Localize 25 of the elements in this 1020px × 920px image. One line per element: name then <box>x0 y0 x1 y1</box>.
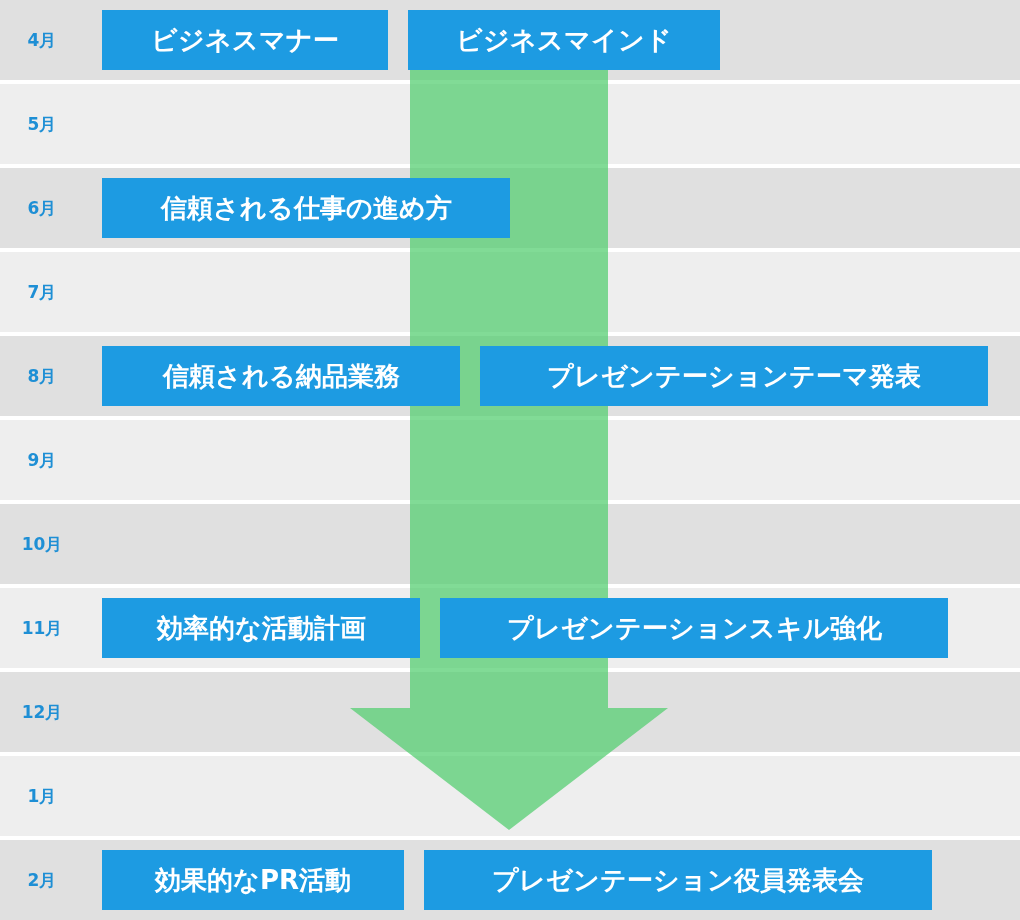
month-label: 4月 <box>26 29 58 52</box>
course-box: 信頼される仕事の進め方 <box>102 178 510 238</box>
course-box: 効果的なPR活動 <box>102 850 404 910</box>
month-label: 12月 <box>20 701 64 724</box>
month-label: 2月 <box>26 869 58 892</box>
course-box: プレゼンテーション役員発表会 <box>424 850 932 910</box>
course-box: プレゼンテーションテーマ発表 <box>480 346 988 406</box>
month-row <box>0 336 1020 416</box>
month-row <box>0 756 1020 836</box>
month-label: 10月 <box>20 533 64 556</box>
course-box: ビジネスマインド <box>408 10 720 70</box>
month-label: 7月 <box>26 281 58 304</box>
month-row <box>0 588 1020 668</box>
month-label: 8月 <box>26 365 58 388</box>
course-box: プレゼンテーションスキル強化 <box>440 598 948 658</box>
month-row <box>0 0 1020 80</box>
month-label: 6月 <box>26 197 58 220</box>
month-label: 1月 <box>26 785 58 808</box>
month-label: 9月 <box>26 449 58 472</box>
month-label: 11月 <box>20 617 64 640</box>
month-row <box>0 840 1020 920</box>
course-box: 信頼される納品業務 <box>102 346 460 406</box>
course-box: ビジネスマナー <box>102 10 388 70</box>
month-label: 5月 <box>26 113 58 136</box>
course-box: 効率的な活動計画 <box>102 598 420 658</box>
